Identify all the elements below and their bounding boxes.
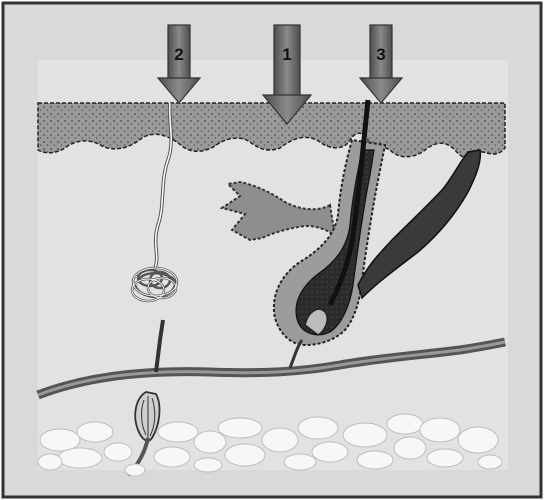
arrow-2-label: 2 bbox=[174, 45, 183, 64]
arrow-3-label: 3 bbox=[376, 45, 385, 64]
arrow-1-label: 1 bbox=[282, 45, 291, 64]
